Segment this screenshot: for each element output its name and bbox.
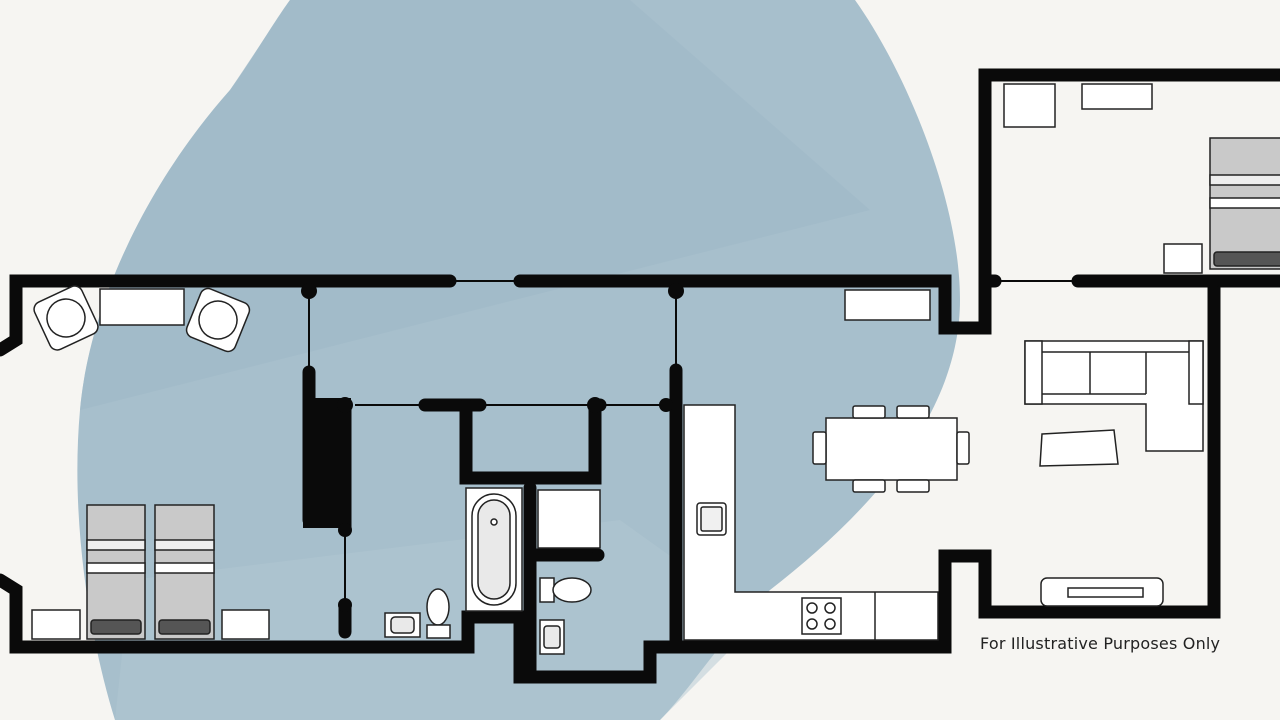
toilet-icon	[539, 577, 592, 603]
bedside-table-icon	[1163, 243, 1203, 274]
thin-lines	[308, 280, 1078, 605]
armchair-icon	[185, 287, 251, 353]
coffee-table-icon	[1039, 429, 1119, 467]
kitchen-worktop	[683, 404, 939, 641]
hob-icon	[801, 597, 842, 635]
bedside-table-icon	[31, 609, 81, 640]
single-bed-icon	[86, 504, 146, 640]
dresser-icon	[1081, 83, 1153, 110]
double-bed-icon	[1209, 137, 1280, 270]
chimney-breast	[303, 398, 351, 528]
washbasin-icon	[384, 612, 421, 638]
cabinet-icon	[537, 489, 601, 549]
single-bed-icon	[154, 504, 215, 640]
tv-unit-icon	[1040, 577, 1164, 607]
cabinet-icon	[1003, 83, 1056, 128]
wall-joints	[301, 283, 684, 612]
sofa-icon	[1024, 340, 1204, 452]
kitchen-sink-icon	[696, 502, 727, 536]
toilet-icon	[426, 588, 451, 639]
disclaimer-text: For Illustrative Purposes Only	[980, 634, 1221, 653]
dining-chair-icon	[812, 405, 970, 493]
bathtub-icon	[465, 487, 523, 612]
dresser-icon	[99, 288, 185, 326]
armchair-icon	[33, 285, 99, 351]
sideboard-icon	[844, 289, 931, 321]
bedside-table-icon	[221, 609, 270, 640]
washbasin-icon	[539, 619, 565, 655]
dining-table-icon	[825, 417, 958, 481]
